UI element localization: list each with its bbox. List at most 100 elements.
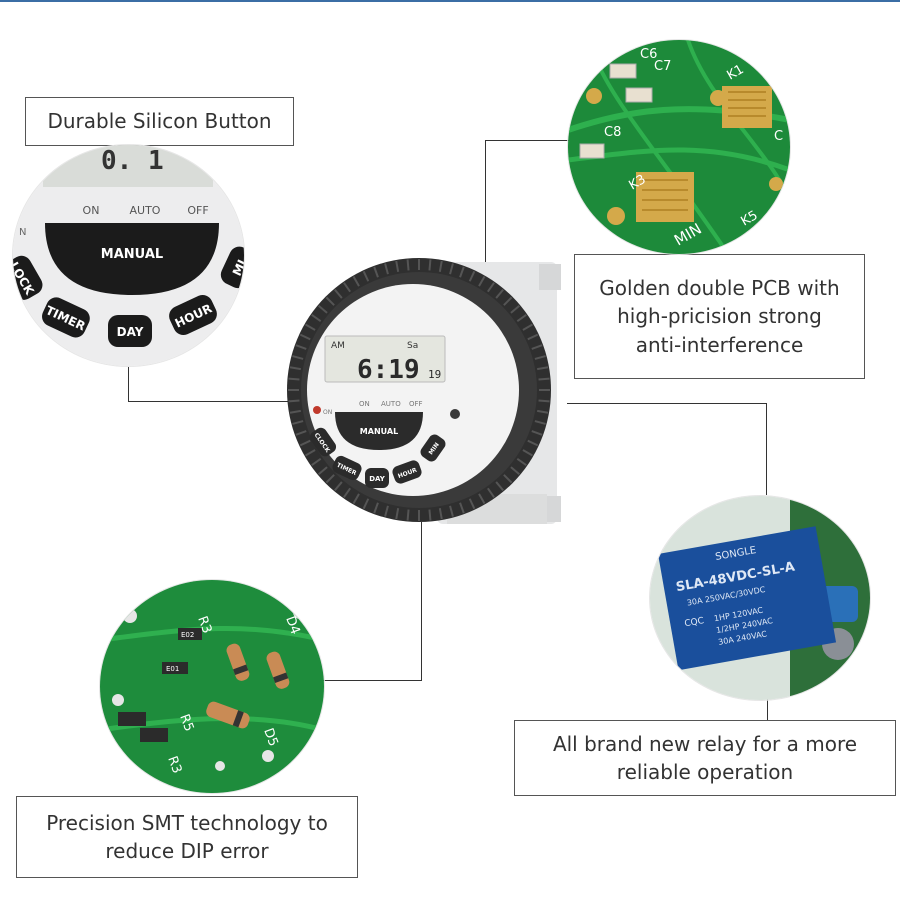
- smt-closeup-svg: R3 D4 R5 D5 R3 E02 E01: [100, 580, 324, 793]
- pcb-label-c7: C7: [654, 59, 671, 74]
- knurl-ridge: [299, 333, 311, 341]
- lcd-time: 6:19: [357, 355, 420, 385]
- knurl-ridge: [537, 366, 549, 371]
- clock-button[interactable]: CLOCK: [308, 425, 339, 458]
- closeup-partial-label: N: [19, 227, 26, 238]
- day-button[interactable]: DAY: [365, 468, 389, 488]
- pcb-closeup-image: C6 C7 C8 K1 C K3 MIN K5: [568, 40, 790, 254]
- knurl-ridge: [468, 498, 476, 510]
- knurl-ridge: [311, 314, 322, 322]
- knurl-ridge: [428, 259, 432, 271]
- knurl-ridge: [384, 505, 389, 517]
- smt-label-r5: R5: [176, 712, 196, 733]
- relay-cqc: CQC: [684, 616, 705, 629]
- knurl-ridge: [503, 296, 513, 306]
- knurl-ridge: [384, 263, 389, 275]
- knurl-ridge: [334, 481, 343, 491]
- connector-line: [421, 522, 422, 681]
- svg-text:0. 1: 0. 1: [101, 146, 164, 176]
- lcd-seconds: 19: [428, 368, 441, 381]
- on-indicator-label: ON: [323, 409, 332, 416]
- knurl-ridge: [295, 430, 307, 436]
- knurl-ridge: [487, 282, 495, 293]
- pcb-label-k3: K3: [627, 172, 649, 193]
- knurl-ridge: [534, 420, 546, 425]
- knurl-ridge: [538, 399, 550, 403]
- knurl-ridge: [510, 466, 520, 475]
- smt-label-r3: R3: [194, 614, 214, 635]
- knurl-ridge: [438, 260, 443, 272]
- knurl-ridge: [459, 502, 465, 514]
- knurl-ridge: [522, 449, 533, 457]
- closeup-auto-label: AUTO: [130, 204, 161, 217]
- knurl-ridge: [516, 458, 527, 466]
- timer-button[interactable]: TIMER: [331, 454, 364, 482]
- knurl-ridge: [325, 296, 335, 306]
- knurl-ridge: [438, 508, 443, 520]
- knurl-ridge: [522, 323, 533, 331]
- mode-auto-label: AUTO: [381, 400, 401, 408]
- knurl-ridge: [352, 493, 360, 504]
- knurl-ridge: [311, 458, 322, 466]
- lcd-day: Sa: [407, 341, 418, 351]
- knurl-ridge: [305, 449, 316, 457]
- knurl-ridge: [503, 474, 513, 484]
- knurl-ridge: [478, 276, 486, 287]
- knurl-ridge: [527, 439, 539, 447]
- smt-closeup-image: R3 D4 R5 D5 R3 E02 E01: [100, 580, 324, 793]
- pcb-closeup-svg: C6 C7 C8 K1 C K3 MIN K5: [568, 40, 790, 254]
- relay-closeup-image: SONGLE SLA-48VDC-SL-A 30A 250VAC/30VDC C…: [650, 496, 870, 700]
- knurl-ridge: [478, 493, 486, 504]
- closeup-day-label: DAY: [117, 325, 144, 339]
- knurl-ridge: [343, 487, 351, 498]
- manual-button[interactable]: [335, 412, 423, 450]
- connector-line: [128, 401, 288, 402]
- knurled-ring: [288, 259, 550, 521]
- smt-label-r3b: R3: [164, 754, 184, 775]
- knurl-ridge: [292, 420, 304, 425]
- knurl-ridge: [510, 305, 520, 314]
- knurl-ridge: [516, 314, 527, 322]
- pcb-label-k1: K1: [725, 62, 747, 83]
- knurl-ridge: [406, 509, 410, 521]
- callout-relay-text: All brand new relay for a more reliable …: [552, 731, 858, 784]
- min-button[interactable]: MIN: [418, 432, 448, 464]
- hour-button[interactable]: HOUR: [391, 459, 423, 485]
- callout-pcb: Golden double PCB with high-pricision st…: [574, 254, 865, 379]
- callout-pcb-text: Golden double PCB with high-pricision st…: [599, 275, 840, 357]
- top-accent-line: [0, 0, 900, 2]
- knurl-ridge: [305, 323, 316, 331]
- button-closeup-svg: 0. 1 ON AUTO OFF MANUAL LOCK TIMER DAY H…: [13, 145, 244, 366]
- pcb-label-k5: K5: [739, 208, 761, 229]
- knurl-ridge: [352, 276, 360, 287]
- pcb-label-c6: C6: [640, 47, 657, 62]
- callout-smt-text: Precision SMT technology to reduce DIP e…: [46, 810, 328, 863]
- knurl-ridge: [449, 263, 454, 275]
- knurl-ridge: [373, 502, 379, 514]
- timer-device: AM Sa 6:19 19 ON ON AUTO OFF MANUAL CLOC…: [287, 254, 569, 534]
- knurl-ridge: [538, 377, 550, 381]
- knurl-ridge: [534, 355, 546, 360]
- knurl-ridge: [288, 377, 300, 381]
- callout-silicon-button: Durable Silicon Button: [25, 97, 294, 146]
- knurl-ridge: [289, 366, 301, 371]
- callout-smt: Precision SMT technology to reduce DIP e…: [16, 796, 358, 878]
- knurl-ridge: [292, 355, 304, 360]
- day-button-label: DAY: [369, 475, 386, 483]
- connector-line: [567, 403, 767, 404]
- knurl-ridge: [495, 289, 504, 299]
- relay-closeup-svg: SONGLE SLA-48VDC-SL-A 30A 250VAC/30VDC C…: [650, 496, 870, 700]
- knurl-ridge: [531, 430, 543, 436]
- knurl-ridge: [325, 474, 335, 484]
- lcd-am: AM: [331, 341, 345, 351]
- knurl-ridge: [395, 260, 400, 272]
- knurl-ridge: [289, 409, 301, 414]
- knurl-ridge: [318, 466, 328, 475]
- knurl-ridge: [295, 344, 307, 350]
- knurl-ridge: [428, 509, 432, 521]
- closeup-off-label: OFF: [187, 204, 208, 217]
- knurl-ridge: [406, 259, 410, 271]
- knurl-ridge: [362, 498, 370, 510]
- connector-line: [766, 403, 767, 495]
- mode-on-label: ON: [359, 400, 370, 408]
